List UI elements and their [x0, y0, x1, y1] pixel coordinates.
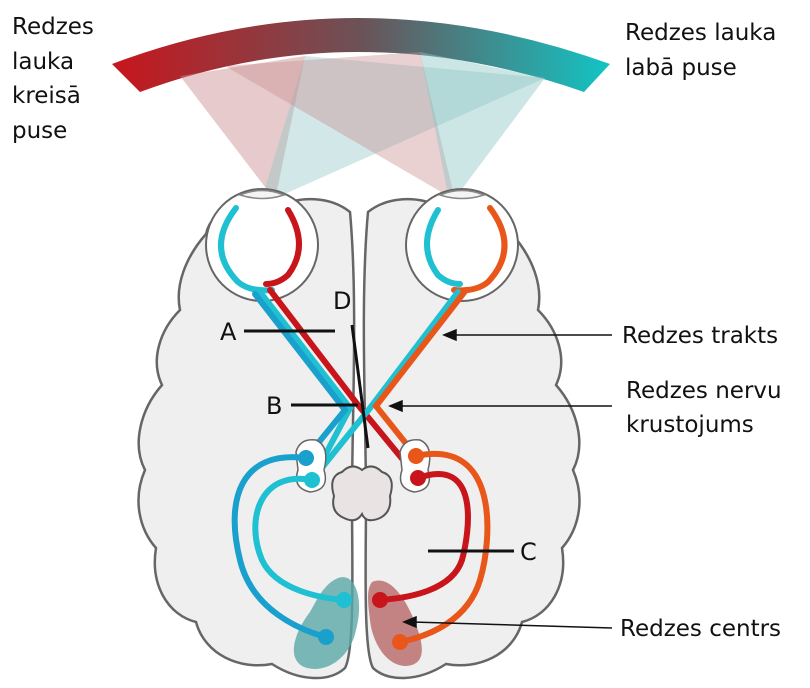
label-optic-tract: Redzes trakts: [622, 323, 778, 349]
dot-cortex-right-orange: [392, 634, 408, 650]
marker-d: D: [333, 287, 351, 315]
marker-c: C: [520, 538, 537, 566]
label-chiasm-line2: krustojums: [626, 412, 754, 438]
dot-lgn-left-cyan: [304, 472, 320, 488]
label-field-right-line2: labā puse: [625, 55, 737, 81]
label-field-right-line1: Redzes lauka: [625, 20, 776, 46]
label-field-left: Redzes lauka kreisā puse: [12, 14, 94, 144]
label-field-left-line1: Redzes: [12, 14, 94, 40]
left-eye: [206, 189, 318, 301]
dot-lgn-left-blue: [298, 450, 314, 466]
dot-cortex-right-red: [372, 592, 388, 608]
dot-cortex-left-cyan: [336, 592, 352, 608]
label-field-left-line4: puse: [12, 118, 67, 144]
marker-b: B: [266, 392, 282, 420]
dot-lgn-right-orange: [408, 448, 424, 464]
label-field-left-line3: kreisā: [12, 83, 81, 109]
midbrain: [332, 466, 392, 520]
dot-cortex-left-blue: [318, 629, 334, 645]
label-field-left-line2: lauka: [12, 49, 74, 75]
label-chiasm: Redzes nervu krustojums: [626, 378, 782, 438]
label-chiasm-line1: Redzes nervu: [626, 378, 782, 404]
marker-a: A: [220, 318, 237, 346]
label-field-right: Redzes lauka labā puse: [625, 20, 776, 81]
right-eye: [406, 189, 518, 301]
label-visual-center: Redzes centrs: [620, 616, 781, 642]
dot-lgn-right-red: [410, 470, 426, 486]
